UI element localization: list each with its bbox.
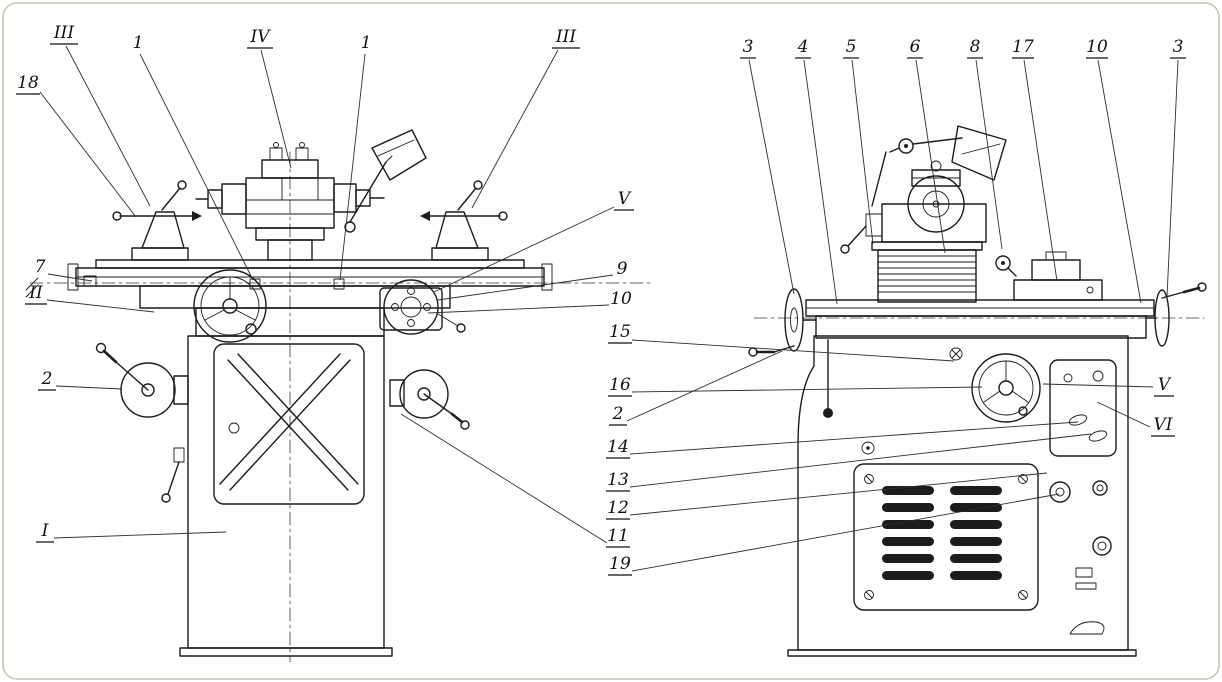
leader-lines: [39, 45, 1179, 572]
callout-5: 5: [846, 37, 857, 57]
callout-13: 13: [607, 470, 629, 490]
callout-16: 16: [609, 375, 631, 395]
cross-feed-handwheel-right: [389, 369, 470, 430]
callout-section-IV: IV: [250, 27, 272, 47]
callout-17: 17: [1012, 37, 1034, 57]
callout-1-left: 1: [133, 33, 144, 53]
callout-section-VI: VI: [1154, 415, 1173, 435]
wheelhead-fixture: [995, 251, 1103, 301]
base-cabinet-side: [787, 335, 1137, 657]
louver-slots: [882, 486, 1002, 580]
callout-2-left: 2: [41, 369, 53, 389]
handwheel-side-right: [1145, 282, 1207, 347]
callout-3-left: 3: [743, 37, 754, 57]
table-clamp-right: [333, 278, 345, 290]
tailstock-right: [420, 180, 508, 261]
work-lamp: [344, 129, 427, 233]
callout-section-III-right: III: [555, 27, 576, 47]
front-face-details: [949, 347, 1117, 590]
callout-8: 8: [970, 37, 981, 57]
callout-6: 6: [910, 37, 921, 57]
column-bellows: [871, 241, 983, 303]
callout-4: 4: [797, 37, 809, 57]
lubricator-handle: [823, 339, 833, 418]
callout-10-left: 10: [610, 289, 632, 309]
control-panel: [1049, 359, 1117, 457]
louvered-cover: [853, 463, 1039, 611]
table-side: [805, 299, 1155, 339]
front-view: [25, 129, 651, 663]
tailstock-left: [112, 180, 202, 261]
callout-section-V-left: V: [618, 189, 632, 209]
callout-3-right: 3: [1173, 37, 1184, 57]
callout-section-III-left: III: [53, 23, 74, 43]
callout-section-II: II: [28, 283, 43, 303]
table-feed-handwheel: [193, 269, 267, 343]
cross-feed-handwheel-left: [95, 342, 189, 418]
callout-19: 19: [609, 554, 631, 574]
callout-15: 15: [609, 322, 631, 342]
base-cabinet: [161, 335, 393, 657]
table-clamp-left: [249, 278, 261, 290]
grinding-head: [195, 142, 385, 261]
callout-7: 7: [35, 257, 46, 277]
callout-section-V-right: V: [1158, 375, 1172, 395]
handwheel-side-left: [748, 288, 817, 357]
work-lamp-side: [871, 125, 1007, 207]
table-assembly: [67, 259, 553, 337]
callout-12: 12: [607, 498, 629, 518]
callout-14: 14: [607, 437, 629, 457]
callout-9: 9: [617, 259, 628, 279]
callout-labels: III 1 IV 1 III 18 7 II 2 I V 9 10 15 16 …: [16, 23, 1186, 576]
callout-2-middle: 2: [612, 404, 624, 424]
callout-10-right: 10: [1086, 37, 1108, 57]
index-plate-unit: [379, 279, 466, 335]
callout-section-I: I: [41, 521, 49, 541]
push-buttons: [1049, 480, 1112, 590]
side-view: [748, 125, 1207, 657]
grinding-head-side: [840, 160, 987, 254]
callout-1-right: 1: [361, 33, 372, 53]
callout-18: 18: [17, 73, 39, 93]
vertical-feed-handwheel: [971, 353, 1041, 423]
callout-11: 11: [607, 526, 629, 546]
